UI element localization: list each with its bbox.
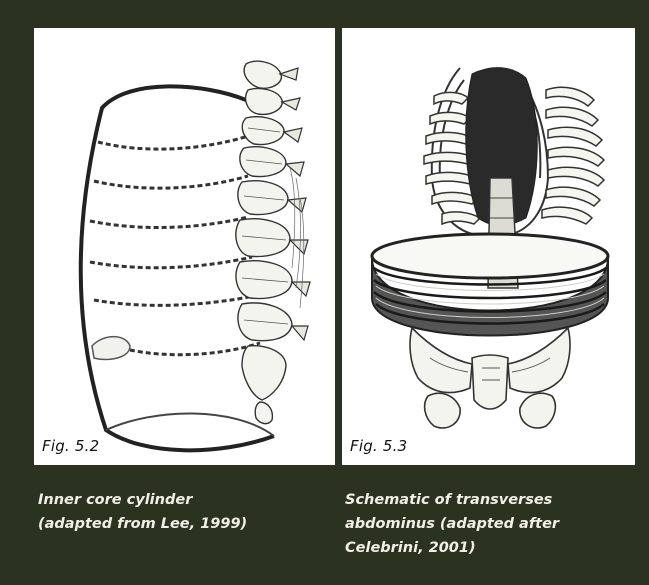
spine-illustration bbox=[236, 61, 292, 423]
caption-line: (adapted from Lee, 1999) bbox=[38, 512, 247, 536]
caption-transverse-abdominis: Schematic of transverses abdominus (adap… bbox=[345, 488, 559, 560]
figure-panel-core-cylinder: Fig. 5.2 bbox=[34, 28, 335, 465]
dashed-lines bbox=[90, 136, 260, 355]
pelvis-fragment bbox=[92, 337, 130, 360]
caption-line: Inner core cylinder bbox=[38, 488, 247, 512]
figure-label: Fig. 5.3 bbox=[350, 437, 407, 455]
cylinder-bottom-rim bbox=[106, 413, 274, 436]
figure-panel-transverse-abdominis: Fig. 5.3 bbox=[342, 28, 635, 465]
caption-line: Schematic of transverses bbox=[345, 488, 559, 512]
core-cylinder-illustration bbox=[34, 28, 335, 465]
caption-line: Celebrini, 2001) bbox=[345, 536, 559, 560]
pelvis bbox=[410, 328, 570, 428]
transverse-abdominis-band bbox=[372, 234, 608, 336]
figure-label: Fig. 5.2 bbox=[42, 437, 99, 455]
transverse-abdominis-illustration bbox=[342, 28, 635, 465]
caption-line: abdominus (adapted after bbox=[345, 512, 559, 536]
caption-core-cylinder: Inner core cylinder (adapted from Lee, 1… bbox=[38, 488, 247, 536]
right-ribs bbox=[542, 87, 604, 224]
